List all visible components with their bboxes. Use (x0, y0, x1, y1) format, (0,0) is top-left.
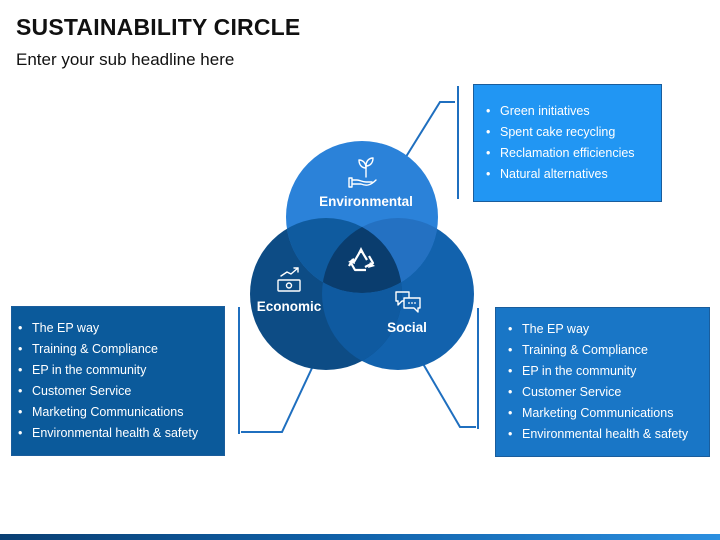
economic-label: Economic (257, 299, 322, 314)
money-growth-icon (277, 267, 301, 292)
list-item: The EP way (508, 319, 709, 340)
economic-info-box: The EP way Training & Compliance EP in t… (11, 306, 225, 456)
environmental-label: Environmental (319, 194, 413, 209)
center-overlap (322, 218, 402, 293)
recycle-icon (348, 247, 375, 272)
page-title: SUSTAINABILITY CIRCLE (16, 14, 301, 40)
chat-bubbles-icon (395, 291, 421, 313)
connector-environmental (403, 101, 455, 161)
connector-social (421, 361, 476, 428)
list-item: Customer Service (508, 382, 709, 403)
list-item: Spent cake recycling (486, 122, 661, 143)
bottom-accent-bar (0, 534, 720, 540)
environmental-info-box: Green initiatives Spent cake recycling R… (473, 84, 662, 202)
list-item: Natural alternatives (486, 164, 661, 185)
page-subtitle: Enter your sub headline here (16, 50, 235, 69)
list-item: Green initiatives (486, 101, 661, 122)
environmental-list: Green initiatives Spent cake recycling R… (486, 101, 661, 185)
list-item: Marketing Communications (18, 402, 224, 423)
social-label: Social (387, 320, 427, 335)
list-item: The EP way (18, 318, 224, 339)
list-item: Training & Compliance (18, 339, 224, 360)
connector-lines (238, 86, 479, 434)
plant-hand-icon (348, 157, 377, 188)
list-item: Reclamation efficiencies (486, 143, 661, 164)
list-item: EP in the community (508, 361, 709, 382)
list-item: Customer Service (18, 381, 224, 402)
connector-economic (241, 367, 313, 433)
list-item: Marketing Communications (508, 403, 709, 424)
social-info-box: The EP way Training & Compliance EP in t… (495, 307, 710, 457)
list-item: Environmental health & safety (18, 423, 224, 444)
economic-list: The EP way Training & Compliance EP in t… (18, 318, 224, 444)
social-list: The EP way Training & Compliance EP in t… (508, 319, 709, 445)
list-item: Environmental health & safety (508, 424, 709, 445)
list-item: Training & Compliance (508, 340, 709, 361)
list-item: EP in the community (18, 360, 224, 381)
